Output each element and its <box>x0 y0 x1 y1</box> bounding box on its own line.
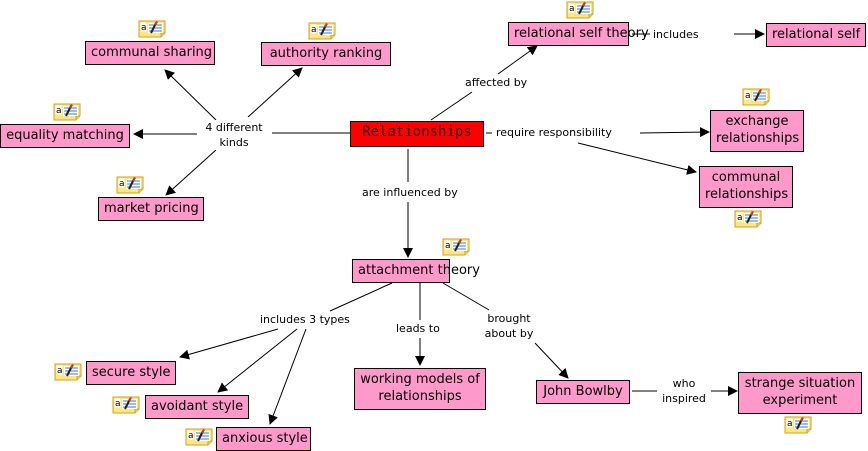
svg-text:a: a <box>141 23 147 33</box>
link-label-affected-by[interactable]: affected by <box>463 75 530 90</box>
svg-text:a: a <box>56 106 62 116</box>
link-label-are-influenced-by[interactable]: are influenced by <box>360 185 460 200</box>
edge-attachment-includes3 <box>329 282 393 312</box>
edge-require-communal <box>577 142 697 175</box>
concept-relational-self-theory[interactable]: relational self theory <box>508 22 649 46</box>
svg-text:a: a <box>787 419 793 429</box>
annotation-note-icon[interactable]: a <box>442 238 470 256</box>
concept-exchange-relationships[interactable]: exchange relationships <box>710 110 804 152</box>
link-label-brought-about-by[interactable]: brought about by <box>473 311 545 341</box>
svg-text:a: a <box>311 25 317 35</box>
concept-john-bowlby[interactable]: John Bowlby <box>536 380 630 404</box>
concept-attachment-theory[interactable]: attachment theory <box>352 259 480 283</box>
concept-secure-style[interactable]: secure style <box>86 361 176 385</box>
concept-relational-self[interactable]: relational self <box>766 23 866 47</box>
concept-anxious-style[interactable]: anxious style <box>216 427 311 451</box>
annotation-note-icon[interactable]: a <box>742 88 770 106</box>
annotation-note-icon[interactable]: a <box>112 396 140 414</box>
concept-communal-relationships[interactable]: communal relationships <box>699 166 793 208</box>
edge-require-exchange <box>639 127 710 138</box>
svg-text:a: a <box>445 241 451 251</box>
concept-avoidant-style[interactable]: avoidant style <box>145 395 249 419</box>
edge-attachment-brought <box>442 282 490 311</box>
edge-kinds-communal-sharing <box>164 69 217 121</box>
edge-brought-bowlby <box>534 342 569 379</box>
edge-includes3-secure <box>179 328 279 360</box>
annotation-note-icon[interactable]: a <box>566 1 594 19</box>
svg-text:a: a <box>119 179 125 189</box>
svg-text:a: a <box>57 366 63 376</box>
annotation-note-icon[interactable]: a <box>185 428 213 446</box>
edge-affected-by-rst <box>497 45 538 75</box>
svg-text:a: a <box>569 4 575 14</box>
svg-text:a: a <box>115 399 121 409</box>
link-label-leads-to[interactable]: leads to <box>394 321 442 336</box>
annotation-note-icon[interactable]: a <box>53 103 81 121</box>
concept-authority-ranking[interactable]: authority ranking <box>261 42 391 66</box>
link-label-who-inspired[interactable]: who inspired <box>657 376 711 406</box>
svg-text:a: a <box>737 213 743 223</box>
annotation-note-icon[interactable]: a <box>734 210 762 228</box>
concept-communal-sharing[interactable]: communal sharing <box>85 41 215 65</box>
link-label-includes-3-types[interactable]: includes 3 types <box>258 312 352 327</box>
annotation-note-icon[interactable]: a <box>138 20 166 38</box>
concept-relationships[interactable]: Relationships <box>350 121 484 147</box>
concept-working-models[interactable]: working models of relationships <box>354 368 486 410</box>
annotation-note-icon[interactable]: a <box>784 416 812 434</box>
concept-market-pricing[interactable]: market pricing <box>98 197 204 221</box>
svg-text:a: a <box>188 431 194 441</box>
annotation-note-icon[interactable]: a <box>308 22 336 40</box>
edge-root-affected-by <box>430 91 473 121</box>
link-label-require-responsibility[interactable]: require responsibility <box>494 125 614 140</box>
edge-includes3-anxious <box>268 328 307 425</box>
annotation-note-icon[interactable]: a <box>116 176 144 194</box>
edge-includes3-avoidant <box>217 328 298 393</box>
svg-text:a: a <box>745 91 751 101</box>
annotation-note-icon[interactable]: a <box>54 363 82 381</box>
edge-kinds-authority-ranking <box>247 67 303 118</box>
edge-kinds-market-pricing <box>165 149 217 196</box>
link-label-includes[interactable]: includes <box>651 27 701 42</box>
concept-equality-matching[interactable]: equality matching <box>0 124 130 148</box>
concept-strange-situation[interactable]: strange situation experiment <box>738 372 862 414</box>
link-label-four-kinds[interactable]: 4 different kinds <box>198 120 270 150</box>
